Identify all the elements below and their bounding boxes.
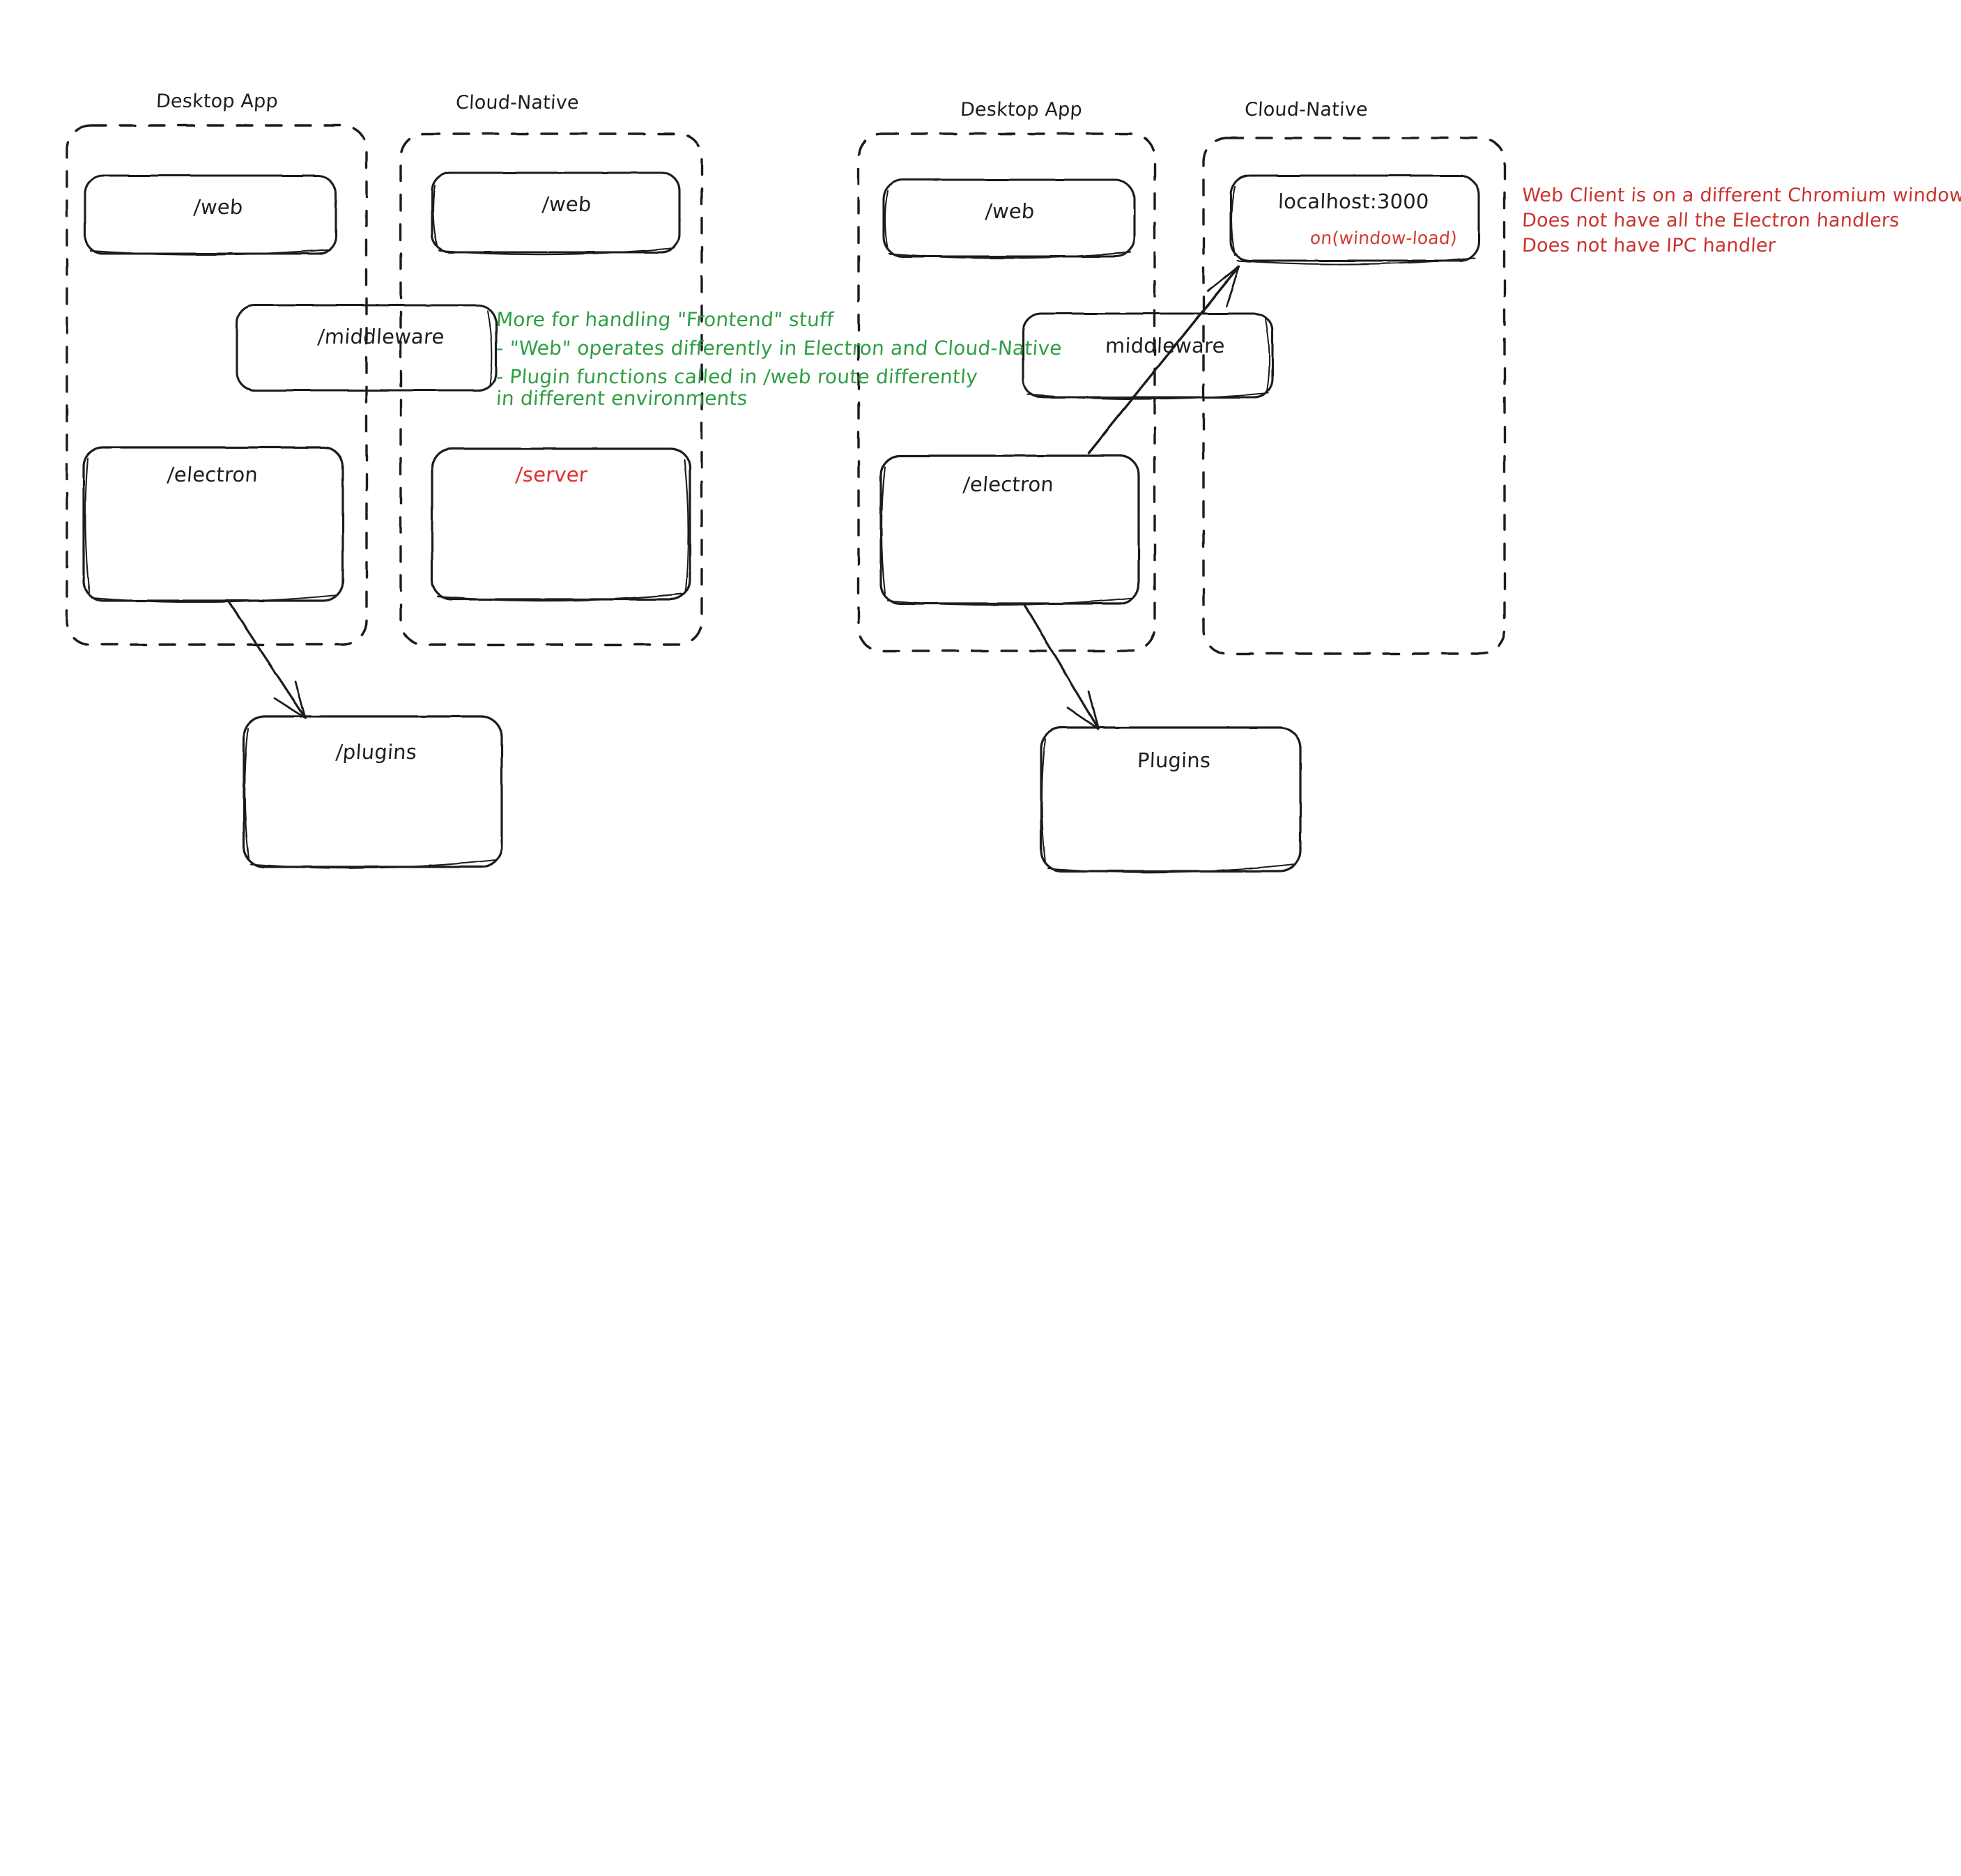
right-cloud-native-container: [1202, 137, 1506, 655]
red-note-line-1: Web Client is on a different Chromium wi…: [1521, 185, 1961, 206]
left-desktop-app-container: [66, 124, 368, 646]
right-cloud-native-title: Cloud-Native: [1244, 99, 1369, 121]
green-note-line-2: - "Web" operates differently in Electron…: [495, 337, 1063, 360]
right-arrow-electron-to-plugins: [1023, 603, 1100, 730]
left-middleware-box: [236, 304, 498, 392]
left-server-label: /server: [514, 463, 589, 486]
right-arrow-electron-to-localhost: [1087, 265, 1240, 454]
left-web-desktop-box: [84, 174, 337, 256]
left-server-box: [431, 447, 691, 602]
green-note-line-4: in different environments: [495, 387, 748, 410]
left-electron-box: [82, 446, 344, 603]
right-web-box: [882, 178, 1136, 259]
red-note-line-2: Does not have all the Electron handlers: [1521, 210, 1900, 231]
left-web-cloud-label: /web: [541, 192, 592, 216]
left-arrow-electron-to-plugins: [226, 599, 307, 719]
left-cloud-native-container: [399, 132, 703, 646]
right-middleware-box: [1022, 312, 1274, 400]
green-note-line-1: More for handling "Frontend" stuff: [495, 308, 835, 331]
right-plugins-box: [1040, 726, 1302, 873]
right-electron-box: [879, 454, 1140, 606]
left-plugins-label: /plugins: [334, 740, 418, 764]
right-localhost-box: [1229, 174, 1480, 266]
right-localhost-label: localhost:3000: [1277, 190, 1430, 213]
left-cloud-native-title: Cloud-Native: [455, 92, 580, 114]
right-plugins-label: Plugins: [1137, 748, 1211, 772]
diagram-strokes: [66, 124, 1506, 873]
left-electron-label: /electron: [166, 463, 259, 486]
left-plugins-box: [243, 715, 503, 869]
right-desktop-app-title: Desktop App: [960, 99, 1083, 121]
right-desktop-app-container: [857, 132, 1156, 652]
right-middleware-label: middleware: [1105, 334, 1226, 357]
red-note-line-3: Does not have IPC handler: [1521, 235, 1776, 256]
right-localhost-sublabel: on(window-load): [1309, 228, 1458, 248]
right-web-label: /web: [984, 199, 1036, 223]
left-middleware-label: /middleware: [316, 325, 445, 348]
right-electron-label: /electron: [962, 472, 1055, 496]
left-desktop-app-title: Desktop App: [155, 91, 279, 112]
left-web-desktop-label: /web: [192, 195, 244, 219]
left-web-cloud-box: [431, 171, 681, 256]
